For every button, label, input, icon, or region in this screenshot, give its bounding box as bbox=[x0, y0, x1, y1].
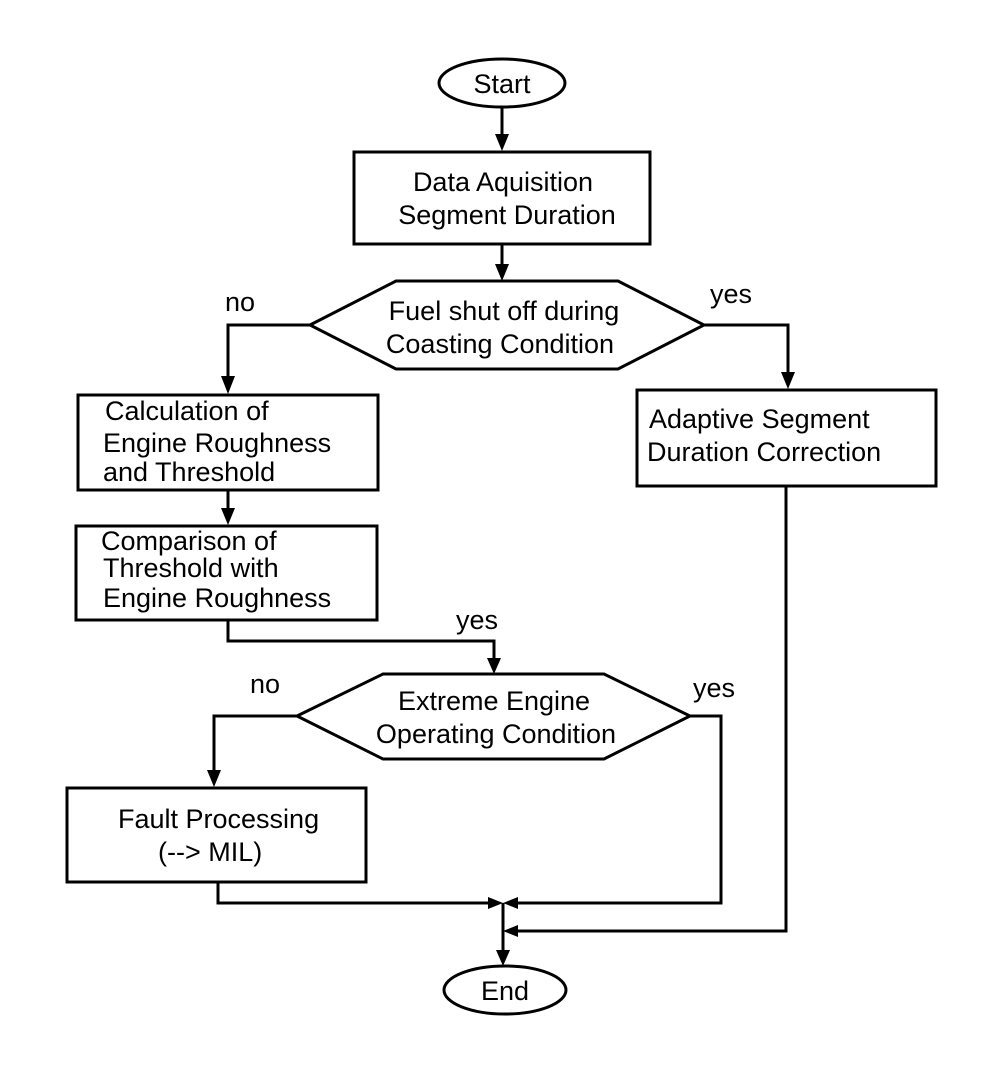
adaptive-correction-box: Adaptive Segment Duration Correction bbox=[635, 388, 938, 488]
calc-roughness-line-3: and Threshold bbox=[103, 457, 275, 487]
extreme-yes-label: yes bbox=[693, 673, 735, 703]
fuel-shutoff-decision: Fuel shut off during Coasting Condition bbox=[306, 279, 708, 371]
connector-comparison-to-extreme bbox=[226, 620, 496, 658]
arrowhead-into-extreme bbox=[487, 658, 501, 674]
arrowhead-into-fault bbox=[207, 770, 221, 787]
fault-processing-box: Fault Processing (--> MIL) bbox=[65, 786, 368, 884]
arrowhead-merge-left bbox=[488, 897, 503, 909]
connector-fuel-yes-branch bbox=[704, 323, 790, 372]
comparison-line-1: Comparison of bbox=[101, 526, 277, 556]
calc-roughness-line-2: Engine Roughness bbox=[103, 428, 331, 458]
arrowheads bbox=[207, 134, 795, 966]
connectors bbox=[212, 107, 790, 950]
arrowhead-into-data bbox=[495, 134, 509, 151]
comparison-line-3: Engine Roughness bbox=[103, 583, 331, 613]
comparison-yes-label: yes bbox=[456, 605, 498, 635]
connector-extreme-yes-branch bbox=[516, 714, 723, 905]
fault-processing-line-2: (--> MIL) bbox=[158, 837, 262, 867]
fuel-shutoff-line-2: Coasting Condition bbox=[386, 329, 614, 359]
start-node: Start bbox=[437, 57, 567, 109]
fuel-shutoff-line-1: Fuel shut off during bbox=[389, 296, 620, 326]
data-acquisition-line-2: Segment Duration bbox=[398, 200, 616, 230]
connector-adaptive-to-end bbox=[518, 486, 788, 933]
extreme-condition-decision: Extreme Engine Operating Condition bbox=[293, 672, 694, 761]
extreme-condition-line-2: Operating Condition bbox=[376, 719, 616, 749]
arrowhead-into-comparison bbox=[221, 508, 235, 525]
arrowhead-into-fuel bbox=[495, 264, 509, 281]
extreme-condition-line-1: Extreme Engine bbox=[398, 686, 590, 716]
arrowhead-into-end bbox=[496, 950, 510, 966]
comparison-box: Comparison of Threshold with Engine Roug… bbox=[74, 524, 379, 622]
extreme-no-label: no bbox=[250, 669, 280, 699]
data-acquisition-line-1: Data Aquisition bbox=[413, 167, 593, 197]
start-label: Start bbox=[473, 69, 531, 99]
arrowhead-into-calc bbox=[221, 376, 235, 394]
connector-extreme-no-branch bbox=[212, 714, 297, 770]
adaptive-correction-line-2: Duration Correction bbox=[647, 437, 881, 467]
connector-fuel-no-branch bbox=[226, 323, 310, 376]
data-acquisition-box: Data Aquisition Segment Duration bbox=[352, 150, 652, 246]
connector-fault-to-merge bbox=[216, 882, 488, 905]
end-label: End bbox=[481, 976, 529, 1006]
comparison-line-2: Threshold with bbox=[103, 553, 279, 583]
adaptive-correction-line-1: Adaptive Segment bbox=[649, 404, 870, 434]
end-node: End bbox=[442, 964, 568, 1016]
arrowhead-into-adaptive bbox=[781, 372, 795, 389]
calc-roughness-line-1: Calculation of bbox=[105, 396, 269, 426]
fuel-yes-label: yes bbox=[710, 279, 752, 309]
fuel-no-label: no bbox=[225, 287, 255, 317]
arrowhead-merge-right bbox=[503, 897, 518, 909]
fault-processing-line-1: Fault Processing bbox=[118, 804, 319, 834]
arrowhead-merge-adaptive bbox=[503, 925, 518, 937]
calc-roughness-box: Calculation of Engine Roughness and Thre… bbox=[76, 393, 380, 492]
